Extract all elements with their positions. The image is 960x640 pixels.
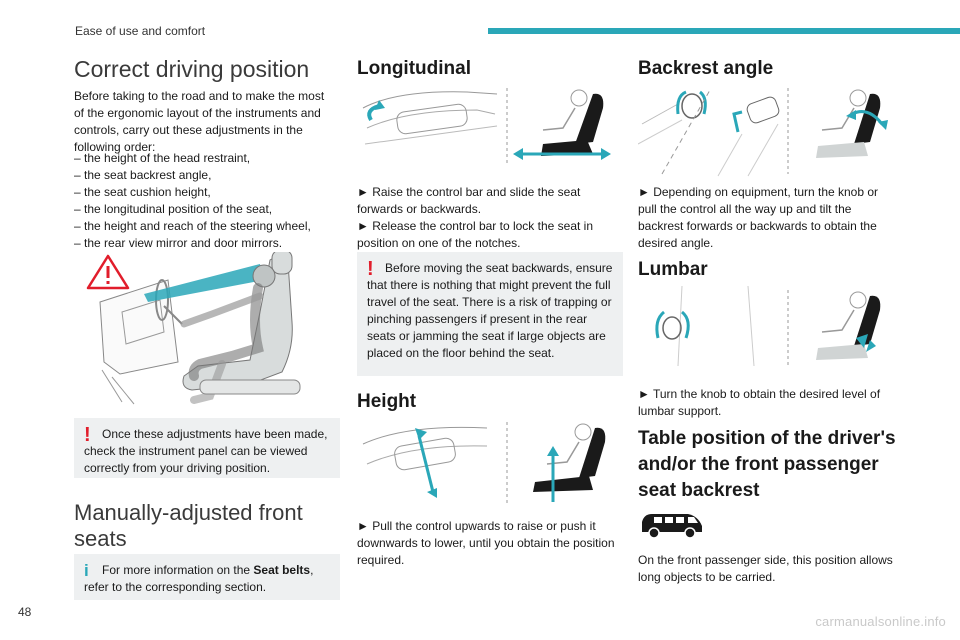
list-item: – the longitudinal position of the seat, [74,202,273,216]
adjustment-notice: ! Once these adjustments have been made,… [74,418,340,478]
warning-triangle-icon [86,254,130,290]
watermark: carmanualsonline.info [815,614,946,629]
backrest-title: Backrest angle [638,58,774,79]
longitudinal-step-1: ► Raise the control bar and slide the se… [357,185,581,216]
page-title: Correct driving position [74,56,310,82]
lumbar-instruction: ► Turn the knob to obtain the desired le… [638,387,881,418]
header-accent-bar [488,28,960,34]
list-item: – the seat backrest angle, [74,168,212,182]
backrest-instruction: ► Depending on equipment, turn the knob … [638,185,879,250]
list-item: – the height and reach of the steering w… [74,219,311,233]
lumbar-illustration [638,286,900,372]
adjustment-list: – the height of the head restraint, – th… [74,150,340,252]
list-item: – the height of the head restraint, [74,151,251,165]
driving-position-illustration [82,252,340,412]
lumbar-title: Lumbar [638,259,708,280]
height-instruction: ► Pull the control upwards to raise or p… [357,519,615,567]
list-item: – the rear view mirror and door mirrors. [74,236,283,250]
page-number: 48 [18,605,32,619]
exclamation-icon: ! [367,258,374,280]
info-icon: i [84,561,89,580]
table-position-title: Table position of the driver's and/or th… [638,428,896,501]
seat-belts-link[interactable]: Seat belts [253,563,311,577]
exclamation-icon: ! [84,424,91,446]
longitudinal-illustration [357,84,617,170]
height-title: Height [357,391,417,412]
list-item: – the seat cushion height, [74,185,211,199]
section-title-manual-seats: Manually-adjusted front seats [74,500,303,551]
table-position-text: On the front passenger side, this positi… [638,553,893,584]
longitudinal-title: Longitudinal [357,58,471,79]
section-header: Ease of use and comfort [75,24,206,38]
longitudinal-step-2: ► Release the control bar to lock the se… [357,219,594,250]
intro-text: Before taking to the road and to make th… [74,89,325,154]
van-icon [638,510,708,540]
backrest-illustration [638,84,900,178]
longitudinal-warning: ! Before moving the seat backwards, ensu… [357,252,623,376]
height-illustration [357,418,617,508]
seat-belts-info: i For more information on the Seat belts… [74,554,340,600]
